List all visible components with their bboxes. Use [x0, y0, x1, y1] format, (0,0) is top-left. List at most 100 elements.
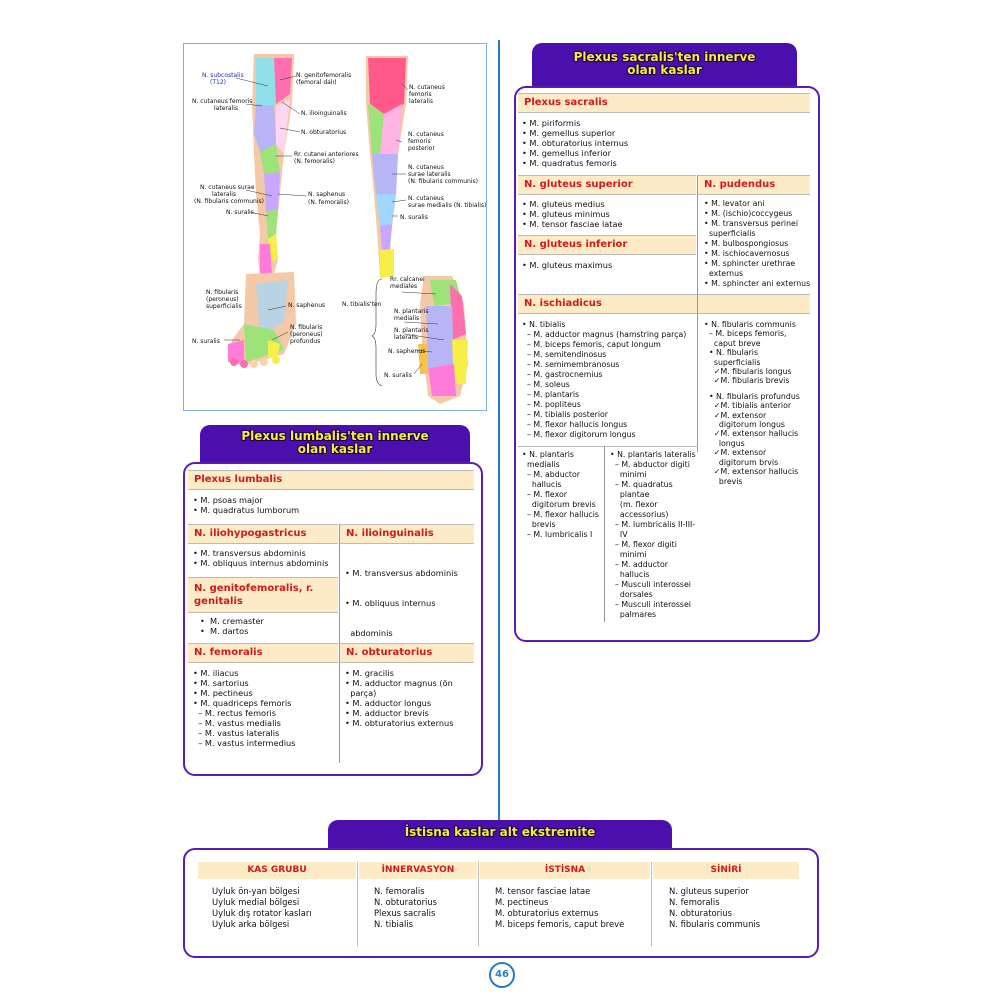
column-divider: [697, 294, 698, 452]
label-t12: (T12): [210, 79, 226, 86]
list-item: • M. sphincter urethrae: [704, 259, 796, 268]
lumbalis-plexus-title: Plexus lumbalis: [188, 470, 474, 490]
list-item: • M. dartos: [200, 626, 249, 636]
list-item: digitorum brevis: [522, 500, 596, 509]
list-item: minimi: [610, 470, 647, 479]
label-saphenus: N. saphenus: [308, 191, 346, 198]
list-item: accessorius): [610, 510, 669, 519]
column-divider: [697, 175, 698, 295]
list-item: – M. adductor: [610, 560, 668, 569]
label-genitofemoralis-sub: (femoral dalı): [296, 79, 337, 86]
list-item: • M. adductor brevis: [345, 708, 429, 718]
genitofemoralis-title-line1: N. genitofemoralis, r.: [194, 583, 314, 594]
label-sole-pl-lat-1: N. plantaris: [394, 327, 429, 334]
iliohypogastricus-list: • M. transversus abdominis • M. obliquus…: [193, 548, 328, 568]
label-sole-calcanei-1: Rr. calcanei: [390, 276, 425, 283]
label-back-csl-2: surae lateralis: [408, 171, 451, 178]
label-back-cf-lat-1: N. cutaneus: [409, 84, 445, 91]
label-sole-saphenus: N. saphenus: [388, 348, 426, 355]
table-cell: Uyluk dış rotator kasları: [212, 908, 312, 918]
list-item: • M. ischiocavernosus: [704, 249, 790, 258]
list-item: – Musculi interossei: [610, 600, 691, 609]
col-header-siniri: SİNİRİ: [653, 862, 799, 879]
list-item: • M. psoas major: [193, 495, 263, 505]
list-item: – M. flexor digitorum longus: [522, 430, 636, 439]
list-item: • M. sartorius: [193, 678, 249, 688]
list-item: • M. tensor fasciae latae: [522, 219, 623, 229]
list-item: • M. transversus perinei: [704, 219, 798, 228]
gluteus-superior-title: N. gluteus superior: [518, 175, 696, 195]
table-cell: M. tensor fasciae latae: [495, 886, 591, 896]
page-number: 46: [489, 962, 515, 988]
list-item: parça): [345, 688, 377, 698]
label-cut-fem-lat: N. cutaneus femoris: [192, 98, 253, 105]
label-genitofemoralis: N. genitofemoralis: [296, 72, 352, 79]
list-item: externus: [704, 269, 744, 278]
list-item: – M. rectus femoris: [193, 708, 276, 718]
list-item: plantae: [610, 490, 650, 499]
list-item: minimi: [610, 550, 647, 559]
list-item: – Musculi interossei: [610, 580, 691, 589]
list-item: • M. gemellus inferior: [522, 148, 611, 158]
label-back-cf-lat-3: lateralis: [409, 98, 433, 105]
list-item: caput breve: [704, 338, 761, 348]
list-item: – M. flexor digiti: [610, 540, 677, 549]
genitofemoralis-list: • M. cremaster • M. dartos: [200, 616, 264, 636]
genitofemoralis-title-line2: genitalis: [194, 596, 243, 607]
list-item: • M. piriformis: [522, 118, 581, 128]
table-cell: N. fibularis communis: [669, 919, 761, 929]
plantaris-medialis-list: • N. plantaris medialis – M. abductor ha…: [522, 450, 599, 540]
istisna-col-innervasyon: N. femoralis N. obturatorius Plexus sacr…: [374, 886, 437, 930]
label-back-cf-lat-2: femoris: [409, 91, 432, 98]
lumbalis-panel: [183, 462, 483, 776]
sacralis-plexus-list: • M. piriformis • M. gemellus superior •…: [522, 118, 628, 168]
lumbalis-title-line2: olan kaslar: [297, 442, 373, 456]
label-sole-tibialis: N. tibialis'ten: [342, 301, 382, 308]
femoralis-title: N. femoralis: [188, 643, 338, 663]
table-cell: N. tibialis: [374, 919, 413, 929]
label-back-csm-1: N. cutaneus: [408, 195, 444, 202]
table-cell: M. biceps femoris, caput breve: [495, 919, 625, 929]
label-ilioinguinalis: N. ilioinguinalis: [301, 110, 347, 117]
label-foot-fib-prof-1: N. fibularis: [290, 324, 323, 331]
list-item: • M. gracilis: [345, 668, 394, 678]
col-header-istisna: İSTİSNA: [480, 862, 650, 879]
list-item: – M. gastrocnemius: [522, 370, 603, 379]
label-back-cf-post-1: N. cutaneus: [408, 131, 444, 138]
column-divider: [339, 524, 340, 644]
sacralis-title-line1: Plexus sacralis'ten innerve: [573, 50, 756, 64]
list-item: – M. tibialis posterior: [522, 410, 608, 419]
label-sole-suralis: N. suralis: [384, 372, 412, 379]
label-foot-saphenus: N. saphenus: [288, 302, 326, 309]
list-item: – M. abductor: [522, 470, 580, 479]
list-item: – M. vastus lateralis: [193, 728, 280, 738]
list-item: – M. lumbricalis II-III-: [610, 520, 696, 529]
lumbalis-title-line1: Plexus lumbalis'ten innerve: [241, 429, 429, 443]
list-item: – M. flexor hallucis: [522, 510, 599, 519]
section-divider: [518, 446, 698, 447]
obturatorius-title: N. obturatorius: [340, 643, 474, 663]
table-cell: Uyluk arka bölgesi: [212, 919, 290, 929]
ilioinguinalis-title: N. ilioinguinalis: [340, 524, 474, 544]
list-item: • N. plantaris lateralis: [610, 450, 696, 459]
istisna-title: İstisna kaslar alt ekstremite: [404, 825, 596, 839]
genitofemoralis-title: N. genitofemoralis, r. genitalis: [188, 577, 338, 613]
list-item: dorsales: [610, 590, 653, 599]
column-divider: [651, 862, 652, 946]
list-item: • M. iliacus: [193, 668, 239, 678]
istisna-header: İstisna kaslar alt ekstremite: [328, 820, 672, 850]
list-item: ✓M. tibialis anterior: [704, 401, 792, 411]
pudendus-title: N. pudendus: [698, 175, 810, 195]
list-item: • M. transversus abdominis: [193, 548, 306, 558]
list-item: superficialis: [704, 357, 761, 367]
list-item: • M. gluteus medius: [522, 199, 605, 209]
label-foot-fib-sup-2: (peroneus): [206, 296, 239, 303]
label-foot-fib-prof-3: profundus: [290, 338, 321, 345]
label-back-cf-post-3: posterior: [408, 145, 435, 152]
list-item: (m. flexor: [610, 500, 658, 509]
list-item: abdominis: [345, 628, 393, 638]
list-item: – M. soleus: [522, 380, 570, 389]
list-item: – M. semitendinosus: [522, 350, 607, 359]
label-subcostalis: N. subcostalis: [202, 72, 244, 79]
list-item: ✓M. extensor: [704, 448, 767, 458]
